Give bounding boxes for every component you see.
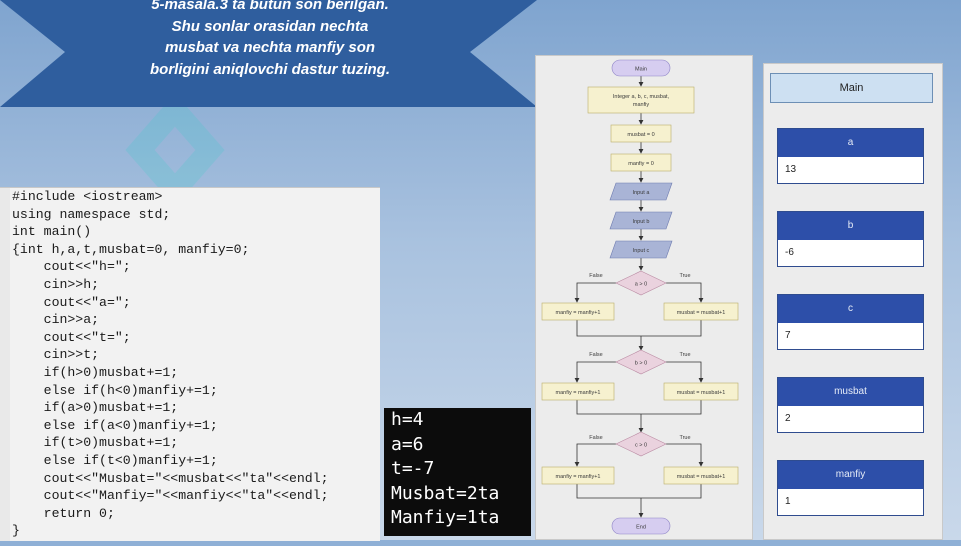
task-text: 5-masala.3 ta butun son berilgan. Shu so…: [60, 0, 480, 80]
variable-name: a: [778, 129, 923, 157]
flowchart-panel: Main Integer a, b, c, musbat, manfiy mus…: [535, 55, 753, 540]
flow-decision-label: b > 0: [635, 361, 647, 367]
variable-value: -6: [785, 247, 794, 258]
code-lines: #include <iostream> using namespace std; i…: [12, 188, 329, 540]
variables-panel-title: Main: [770, 73, 933, 103]
flow-assign-label: manfiy = 0: [628, 161, 654, 167]
console-line: Manfiy=1ta: [391, 507, 500, 529]
flow-false-label: False: [589, 352, 602, 358]
variable-card: musbat 2: [777, 377, 924, 433]
flow-action-label: manfiy = manfiy+1: [556, 310, 601, 316]
console-line: a=6: [391, 433, 424, 455]
variable-value: 7: [785, 330, 791, 341]
code-line: {int h,a,t,musbat=0, manfiy=0;: [12, 241, 250, 257]
code-line: if(t>0)musbat+=1;: [12, 435, 179, 451]
flow-input-box: [609, 182, 673, 201]
code-gutter: [0, 188, 10, 541]
variable-name: musbat: [778, 378, 923, 406]
flow-assign-box: [610, 124, 672, 143]
flow-declare-box: [587, 86, 695, 114]
code-line: #include <iostream>: [12, 189, 163, 204]
flow-action-box: [663, 466, 739, 485]
banner-ribbon: [0, 0, 537, 107]
flow-start: [611, 59, 671, 77]
variable-value: 13: [785, 164, 797, 175]
code-line: using namespace std;: [12, 206, 171, 222]
flow-action-label: musbat = musbat+1: [677, 390, 726, 396]
code-line: cout<<"a=";: [12, 294, 131, 310]
code-line: cout<<"h=";: [12, 259, 131, 275]
flow-decision: [615, 270, 667, 296]
code-line: return 0;: [12, 505, 115, 521]
flow-input-label: Input b: [633, 219, 650, 225]
flow-true-label: True: [679, 435, 690, 441]
flow-declare-label: Integer a, b, c, musbat,: [613, 94, 670, 100]
flow-start-label: Main: [635, 67, 647, 73]
task-line: borligini aniqlovchi dastur tuzing.: [150, 60, 390, 78]
code-line: else if(t<0)manfiy+=1;: [12, 452, 218, 468]
code-line: cout<<"Manfiy="<<manfiy<<"ta"<<endl;: [12, 488, 329, 504]
flow-action-box: [541, 302, 615, 321]
flow-input-box: [609, 211, 673, 230]
flow-declare-label: manfiy: [633, 102, 649, 108]
flow-true-label: True: [679, 352, 690, 358]
code-line: cin>>a;: [12, 312, 100, 328]
flow-assign-box: [610, 153, 672, 172]
variable-value: 2: [785, 413, 791, 424]
flowchart-diagram: Main Integer a, b, c, musbat, manfiy mus…: [541, 59, 739, 535]
code-line: else if(a<0)manfiy+=1;: [12, 417, 218, 433]
code-line: int main(): [12, 224, 92, 240]
variable-name: b: [778, 212, 923, 240]
task-banner: 5-masala.3 ta butun son berilgan. Shu so…: [0, 0, 537, 107]
console-line: t=-7: [391, 458, 435, 480]
flow-action-label: manfiy = manfiy+1: [556, 390, 601, 396]
code-line: cout<<"t=";: [12, 329, 131, 345]
console-line: Musbat=2ta: [391, 482, 500, 504]
variable-name: c: [778, 295, 923, 323]
variable-value: 1: [785, 496, 791, 507]
code-line: }: [12, 523, 20, 539]
flow-decision-label: a > 0: [635, 282, 647, 288]
flow-input-label: Input a: [633, 190, 651, 196]
code-line: cin>>h;: [12, 276, 100, 292]
flow-assign-label: musbat = 0: [627, 132, 654, 138]
code-line: cout<<"Musbat="<<musbat<<"ta"<<endl;: [12, 470, 329, 486]
flow-decision: [615, 431, 667, 457]
flow-action-box: [663, 382, 739, 401]
code-line: if(a>0)musbat+=1;: [12, 400, 179, 416]
variable-card: a 13: [777, 128, 924, 184]
flow-input-label: Input c: [633, 248, 650, 254]
flow-true-label: True: [679, 273, 690, 279]
variable-card: manfiy 1: [777, 460, 924, 516]
flow-decision-label: c > 0: [635, 443, 647, 449]
flow-decision: [615, 349, 667, 375]
task-line: 5-masala.3 ta butun son berilgan.: [151, 0, 389, 13]
variable-name: manfiy: [778, 461, 923, 489]
flow-false-label: False: [589, 435, 602, 441]
flow-action-box: [663, 302, 739, 321]
console-line: h=4: [391, 409, 424, 430]
flow-input-box: [609, 240, 673, 259]
flow-action-box: [541, 382, 615, 401]
code-editor[interactable]: #include <iostream> using namespace std; i…: [0, 187, 380, 541]
code-line: else if(h<0)manfiy+=1;: [12, 382, 218, 398]
flow-action-label: manfiy = manfiy+1: [556, 474, 601, 480]
flow-end-label: End: [636, 525, 646, 531]
code-line: cin>>t;: [12, 347, 100, 363]
flow-action-label: musbat = musbat+1: [677, 474, 726, 480]
flow-end: [611, 517, 671, 535]
variable-card: b -6: [777, 211, 924, 267]
code-line: if(h>0)musbat+=1;: [12, 364, 179, 380]
task-line: musbat va nechta manfiy son: [164, 39, 376, 56]
flow-action-box: [541, 466, 615, 485]
flow-action-label: musbat = musbat+1: [677, 310, 726, 316]
task-line: Shu sonlar orasidan nechta: [171, 17, 369, 35]
flow-false-label: False: [589, 273, 602, 279]
